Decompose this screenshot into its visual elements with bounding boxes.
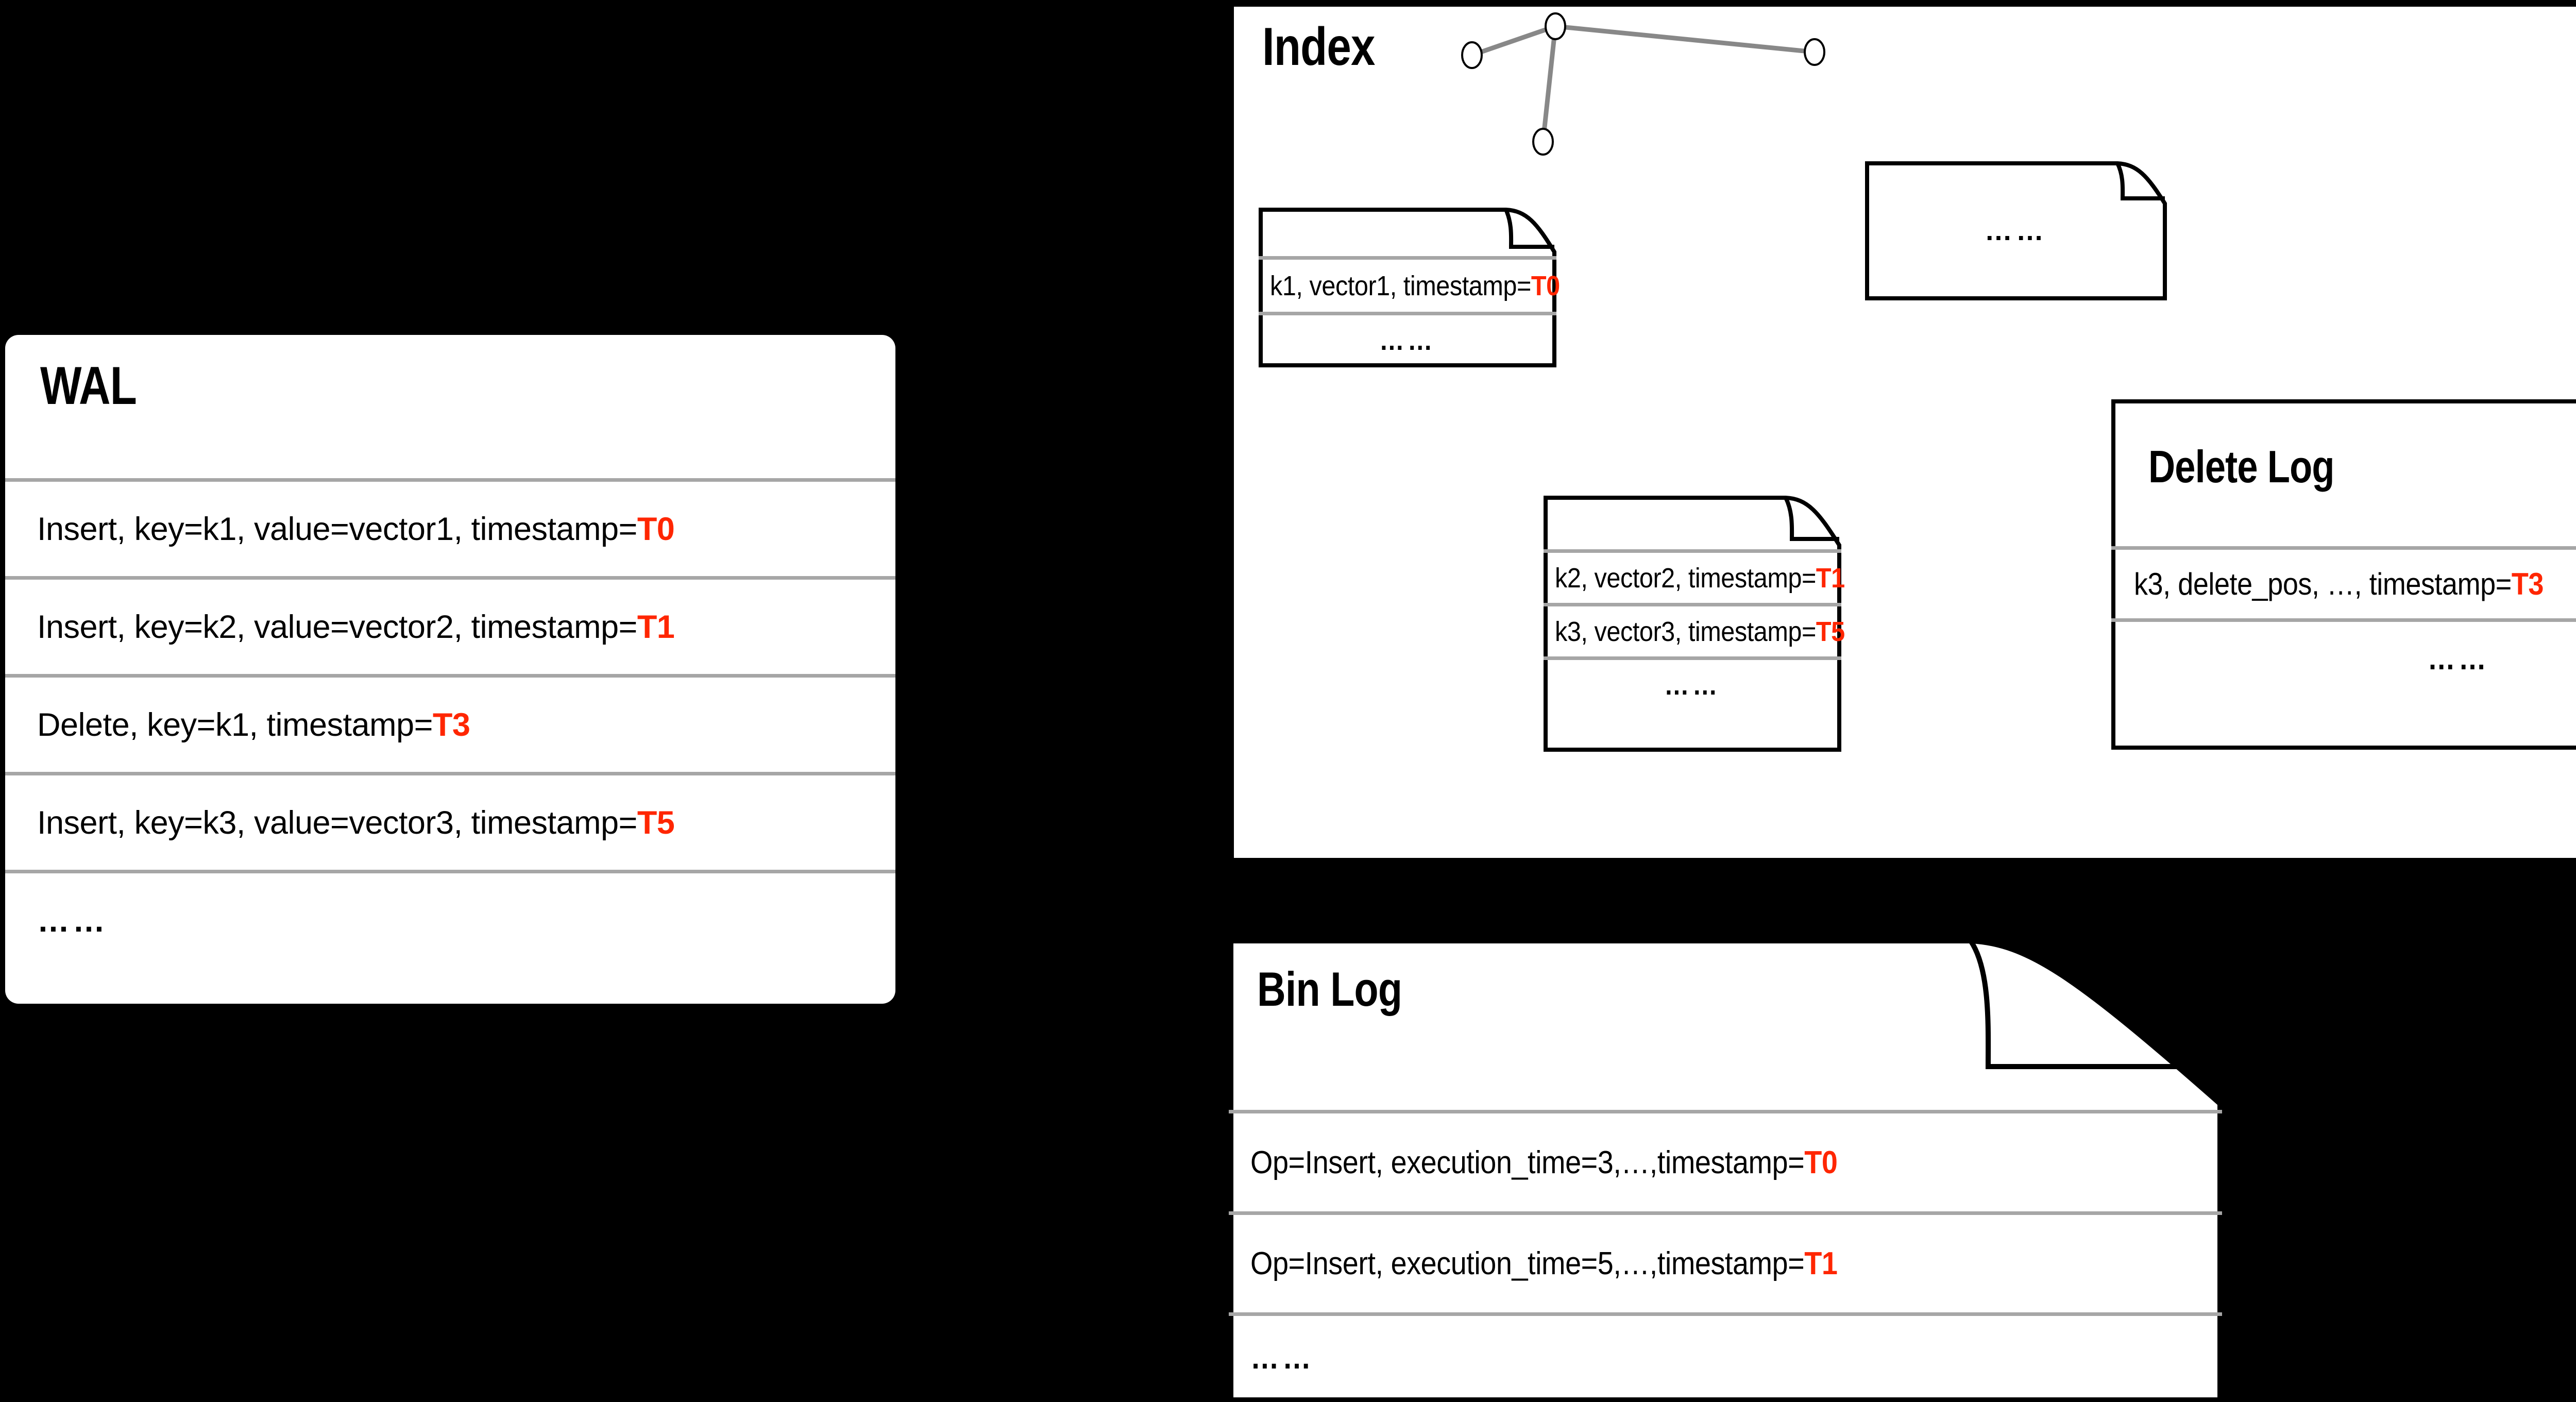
delete-log-title: Delete Log	[2148, 441, 2334, 492]
index-leaf-row-ellipsis: ……	[1259, 312, 1556, 365]
index-leaf-row: k1, vector1, timestamp=T0	[1259, 256, 1560, 312]
bin-log-card[interactable]: Op=Insert, execution_time=3,…,timestamp=…	[1228, 938, 2223, 1402]
index-leaf-ellipsis-text: ……	[1985, 215, 2047, 246]
bin-log-title: Bin Log	[1257, 962, 1402, 1016]
wal-row-list: Insert, key=k1, value=vector1, timestamp…	[5, 478, 895, 968]
wal-row: Insert, key=k2, value=vector2, timestamp…	[5, 576, 895, 674]
index-leaf-card-k2[interactable]: k2, vector2, timestamp=T1 k3, vector3, t…	[1544, 496, 1845, 752]
index-leaf-card-k1[interactable]: k1, vector1, timestamp=T0 ……	[1259, 208, 1560, 367]
index-leaf-card-ellipsis[interactable]: ……	[1865, 161, 2167, 300]
wal-row: Delete, key=k1, timestamp=T3	[5, 674, 895, 772]
wal-row-text: Insert, key=k1, value=vector1, timestamp…	[37, 511, 675, 547]
index-title: Index	[1262, 17, 1375, 77]
index-leaf-row-text: k2, vector2, timestamp=T1	[1555, 562, 1845, 594]
bin-log-row: Op=Insert, execution_time=5,…,timestamp=…	[1229, 1211, 2222, 1312]
wal-row-text: Delete, key=k1, timestamp=T3	[37, 706, 470, 743]
delete-log-row: k3, delete_pos, …, timestamp=T3	[2111, 546, 2576, 618]
wal-row-text: Insert, key=k3, value=vector3, timestamp…	[37, 804, 675, 841]
bin-log-row-ellipsis: ……	[1229, 1312, 2222, 1400]
delete-log-row-ellipsis: ……	[2111, 618, 2576, 696]
document-shape-icon	[1259, 208, 1556, 367]
bin-log-row: Op=Insert, execution_time=3,…,timestamp=…	[1229, 1110, 2222, 1211]
wal-row-ellipsis: ……	[5, 870, 895, 968]
wal-row-text: ……	[37, 902, 108, 939]
index-leaf-row-ellipsis: ……	[1544, 656, 1841, 710]
delete-log-card[interactable]: k3, delete_pos, …, timestamp=T3 ……	[2111, 399, 2576, 750]
wal-title: WAL	[40, 356, 137, 416]
wal-row: Insert, key=k1, value=vector1, timestamp…	[5, 478, 895, 576]
bin-log-row-text: Op=Insert, execution_time=3,…,timestamp=…	[1250, 1144, 1838, 1180]
delete-log-row-text: ……	[2427, 641, 2490, 676]
index-leaf-row: k3, vector3, timestamp=T5	[1544, 603, 1845, 656]
wal-row: Insert, key=k3, value=vector3, timestamp…	[5, 772, 895, 870]
delete-log-row-text: k3, delete_pos, …, timestamp=T3	[2134, 567, 2544, 601]
document-shape-icon	[2111, 399, 2576, 750]
wal-row-text: Insert, key=k2, value=vector2, timestamp…	[37, 609, 675, 645]
bin-log-row-text: Op=Insert, execution_time=5,…,timestamp=…	[1250, 1246, 1838, 1281]
index-leaf-row-text: ……	[1664, 669, 1721, 701]
index-leaf-row: k2, vector2, timestamp=T1	[1544, 549, 1845, 603]
document-shape-icon	[1544, 496, 1841, 752]
wal-panel	[5, 335, 895, 1004]
index-leaf-row-text: k3, vector3, timestamp=T5	[1555, 616, 1845, 647]
index-leaf-row-text: ……	[1379, 325, 1436, 356]
document-shape-icon	[1228, 938, 2223, 1402]
bin-log-row-text: ……	[1250, 1340, 1315, 1376]
index-leaf-row-text: k1, vector1, timestamp=T0	[1270, 270, 1560, 301]
document-shape-icon	[1865, 161, 2167, 300]
